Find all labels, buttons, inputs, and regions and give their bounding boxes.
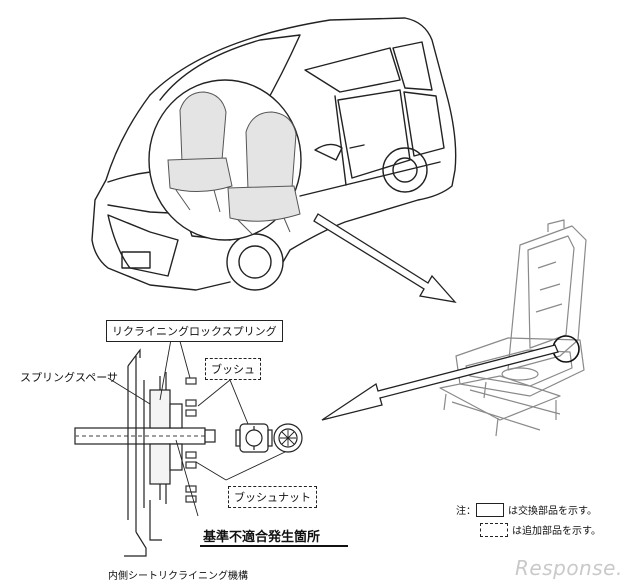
- legend-solid-swatch: [476, 502, 504, 517]
- mechanism-caption: 内側シートリクライニング機構: [108, 571, 248, 582]
- legend-dashed-swatch: [480, 522, 508, 537]
- nonconformity-underline: [200, 545, 348, 547]
- recliner-mechanism: [74, 348, 303, 557]
- legend-replacement: 注： は交換部品を示す。: [456, 502, 597, 517]
- legend-addition-text: は追加部品を示す。: [512, 526, 601, 537]
- legend-note-prefix: 注：: [456, 506, 476, 517]
- bush-nut-label: ブッシュナット: [228, 486, 317, 508]
- legend-addition: は追加部品を示す。: [480, 522, 601, 537]
- seat-frame-illustration: [439, 219, 587, 437]
- seat-magnifier: [148, 79, 302, 241]
- arrow-to-seat-frame: [313, 213, 457, 303]
- bush-label: ブッシュ: [205, 358, 261, 380]
- nonconformity-location-label: 基準不適合発生箇所: [203, 530, 321, 545]
- recliner-lock-spring-label: リクライニングロックスプリング: [106, 320, 283, 342]
- legend-replacement-text: は交換部品を示す。: [508, 506, 597, 517]
- spring-spacer-label: スプリングスペーサ: [20, 371, 119, 384]
- arrow-to-mechanism: [321, 344, 559, 421]
- response-watermark: Response.: [515, 556, 623, 580]
- minivan-illustration: [91, 17, 457, 291]
